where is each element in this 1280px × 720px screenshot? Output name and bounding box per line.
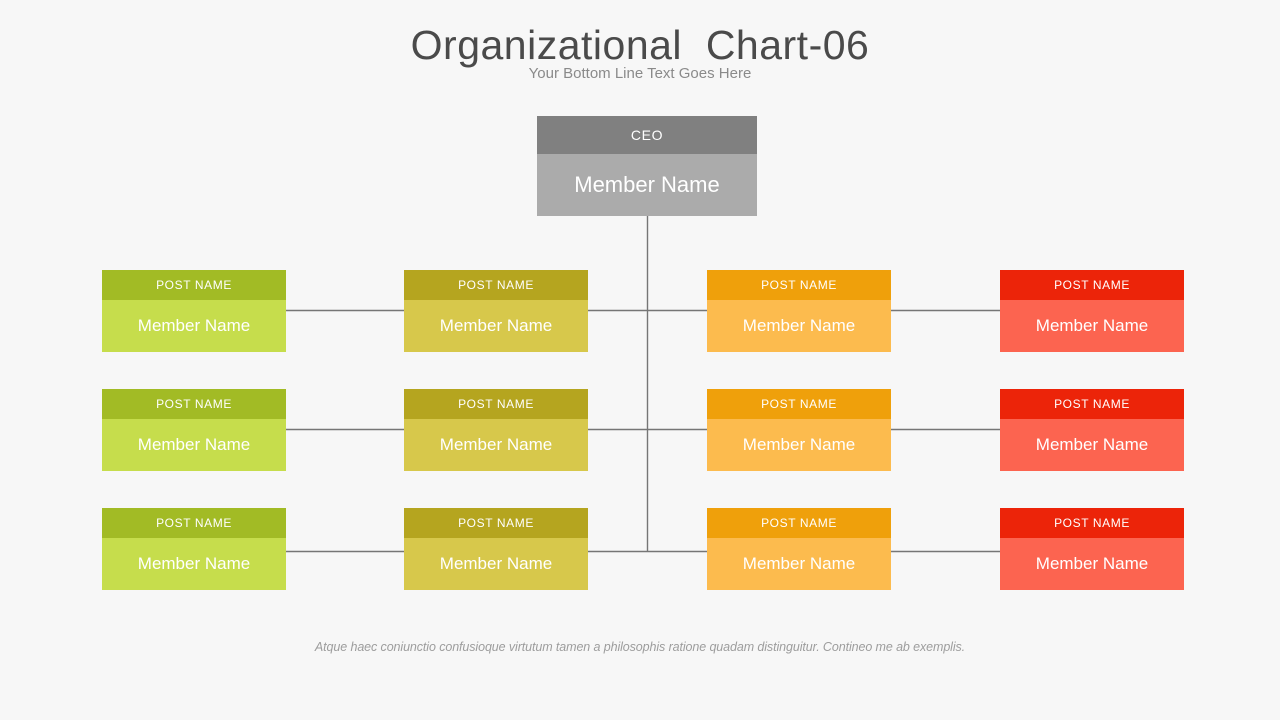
- node-r1c1[interactable]: POST NAME Member Name: [102, 270, 286, 352]
- node-r3c4-post: POST NAME: [1000, 508, 1184, 538]
- node-r2c3-post: POST NAME: [707, 389, 891, 419]
- node-r3c1[interactable]: POST NAME Member Name: [102, 508, 286, 590]
- node-r3c1-name: Member Name: [102, 538, 286, 590]
- node-r3c2-name: Member Name: [404, 538, 588, 590]
- node-r1c4-post: POST NAME: [1000, 270, 1184, 300]
- node-ceo[interactable]: CEO Member Name: [537, 116, 757, 216]
- node-r2c4-name: Member Name: [1000, 419, 1184, 471]
- node-r3c3[interactable]: POST NAME Member Name: [707, 508, 891, 590]
- node-r2c4[interactable]: POST NAME Member Name: [1000, 389, 1184, 471]
- node-r1c4[interactable]: POST NAME Member Name: [1000, 270, 1184, 352]
- node-r1c3-name: Member Name: [707, 300, 891, 352]
- node-r2c1-post: POST NAME: [102, 389, 286, 419]
- node-r2c2-name: Member Name: [404, 419, 588, 471]
- node-r3c2[interactable]: POST NAME Member Name: [404, 508, 588, 590]
- node-r2c1[interactable]: POST NAME Member Name: [102, 389, 286, 471]
- node-r1c3-post: POST NAME: [707, 270, 891, 300]
- node-r1c2[interactable]: POST NAME Member Name: [404, 270, 588, 352]
- node-r1c4-name: Member Name: [1000, 300, 1184, 352]
- node-r3c2-post: POST NAME: [404, 508, 588, 538]
- node-ceo-post: CEO: [537, 116, 757, 154]
- node-r1c2-post: POST NAME: [404, 270, 588, 300]
- node-r2c1-name: Member Name: [102, 419, 286, 471]
- node-r1c1-name: Member Name: [102, 300, 286, 352]
- node-r1c3[interactable]: POST NAME Member Name: [707, 270, 891, 352]
- node-r3c1-post: POST NAME: [102, 508, 286, 538]
- page-title: Organizational Chart-06: [410, 22, 870, 68]
- node-r2c2[interactable]: POST NAME Member Name: [404, 389, 588, 471]
- node-ceo-name: Member Name: [537, 154, 757, 216]
- node-r3c3-post: POST NAME: [707, 508, 891, 538]
- footer-caption: Atque haec coniunctio confusioque virtut…: [314, 640, 966, 654]
- node-r2c3[interactable]: POST NAME Member Name: [707, 389, 891, 471]
- node-r3c4-name: Member Name: [1000, 538, 1184, 590]
- node-r3c3-name: Member Name: [707, 538, 891, 590]
- node-r1c2-name: Member Name: [404, 300, 588, 352]
- node-r2c2-post: POST NAME: [404, 389, 588, 419]
- node-r2c4-post: POST NAME: [1000, 389, 1184, 419]
- page-subtitle: Your Bottom Line Text Goes Here: [528, 65, 752, 82]
- node-r3c4[interactable]: POST NAME Member Name: [1000, 508, 1184, 590]
- node-r1c1-post: POST NAME: [102, 270, 286, 300]
- node-r2c3-name: Member Name: [707, 419, 891, 471]
